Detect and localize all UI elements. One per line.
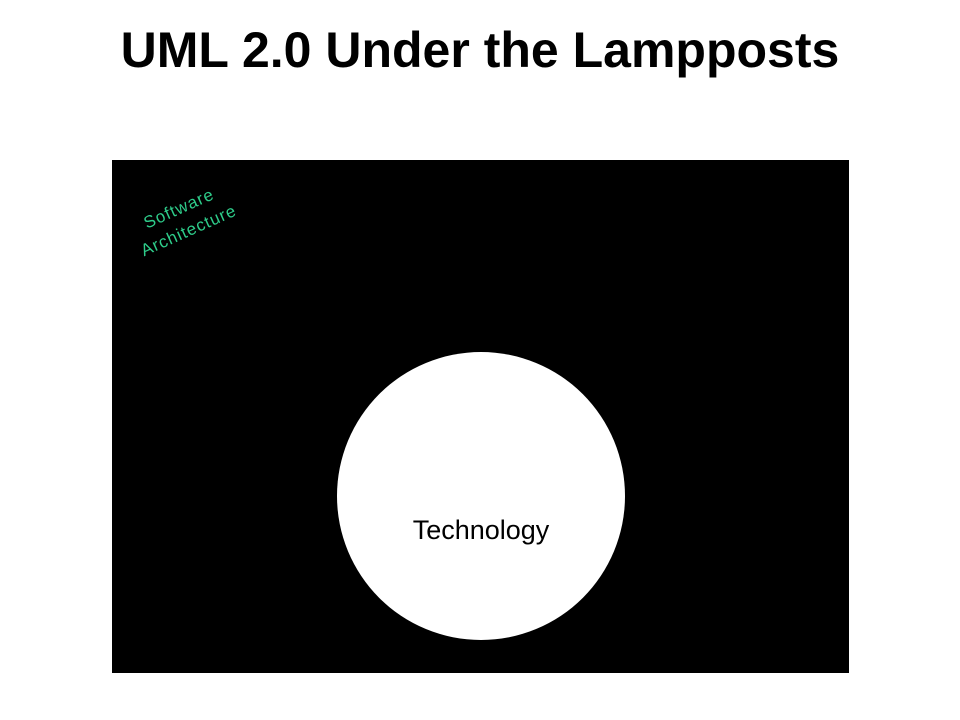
slide-title: UML 2.0 Under the Lampposts xyxy=(120,22,840,78)
technology-label: Technology xyxy=(412,515,550,545)
lamppost-light-circle xyxy=(337,352,625,640)
software-architecture-label: Software Architecture xyxy=(112,170,258,271)
darkness-canvas: Technology Software Architecture xyxy=(112,160,849,673)
